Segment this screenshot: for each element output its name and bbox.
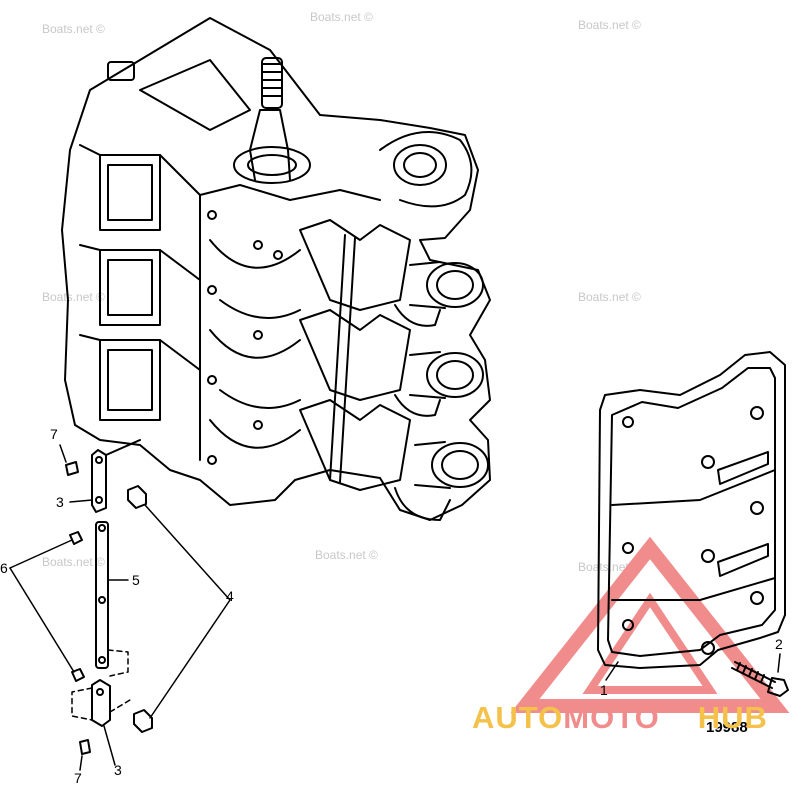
dashed-guides [71,649,131,721]
link-rod-assembly [65,439,153,755]
logo-triangle [510,536,790,713]
brand-hub: HUB [697,700,768,735]
watermark: Boats.net © [42,290,105,304]
leader-lines [9,444,781,771]
callout-7-lower: 7 [74,770,82,786]
callout-4: 4 [226,588,234,604]
watermark: Boats.net © [578,290,641,304]
callout-7-upper: 7 [50,426,58,442]
watermark: Boats.net © [315,548,378,562]
watermark: Boats.net © [42,22,105,36]
callout-3-lower: 3 [114,762,122,778]
brand-logo-text: AUTOMOTO HUB [472,700,768,736]
callout-2: 2 [775,636,783,652]
callout-6: 6 [0,560,8,576]
watermark: Boats.net © [310,10,373,24]
callout-1: 1 [600,682,608,698]
bolt [731,661,789,697]
brand-auto: AUTO [472,700,564,735]
cover-plate [597,351,786,669]
callout-3-upper: 3 [56,494,64,510]
engine-block [61,17,491,521]
part-number: 19988 [706,719,748,736]
brand-moto: MOTO [563,700,660,735]
watermark: Boats.net © [42,555,105,569]
watermark: Boats.net © [578,18,641,32]
callout-5: 5 [132,572,140,588]
